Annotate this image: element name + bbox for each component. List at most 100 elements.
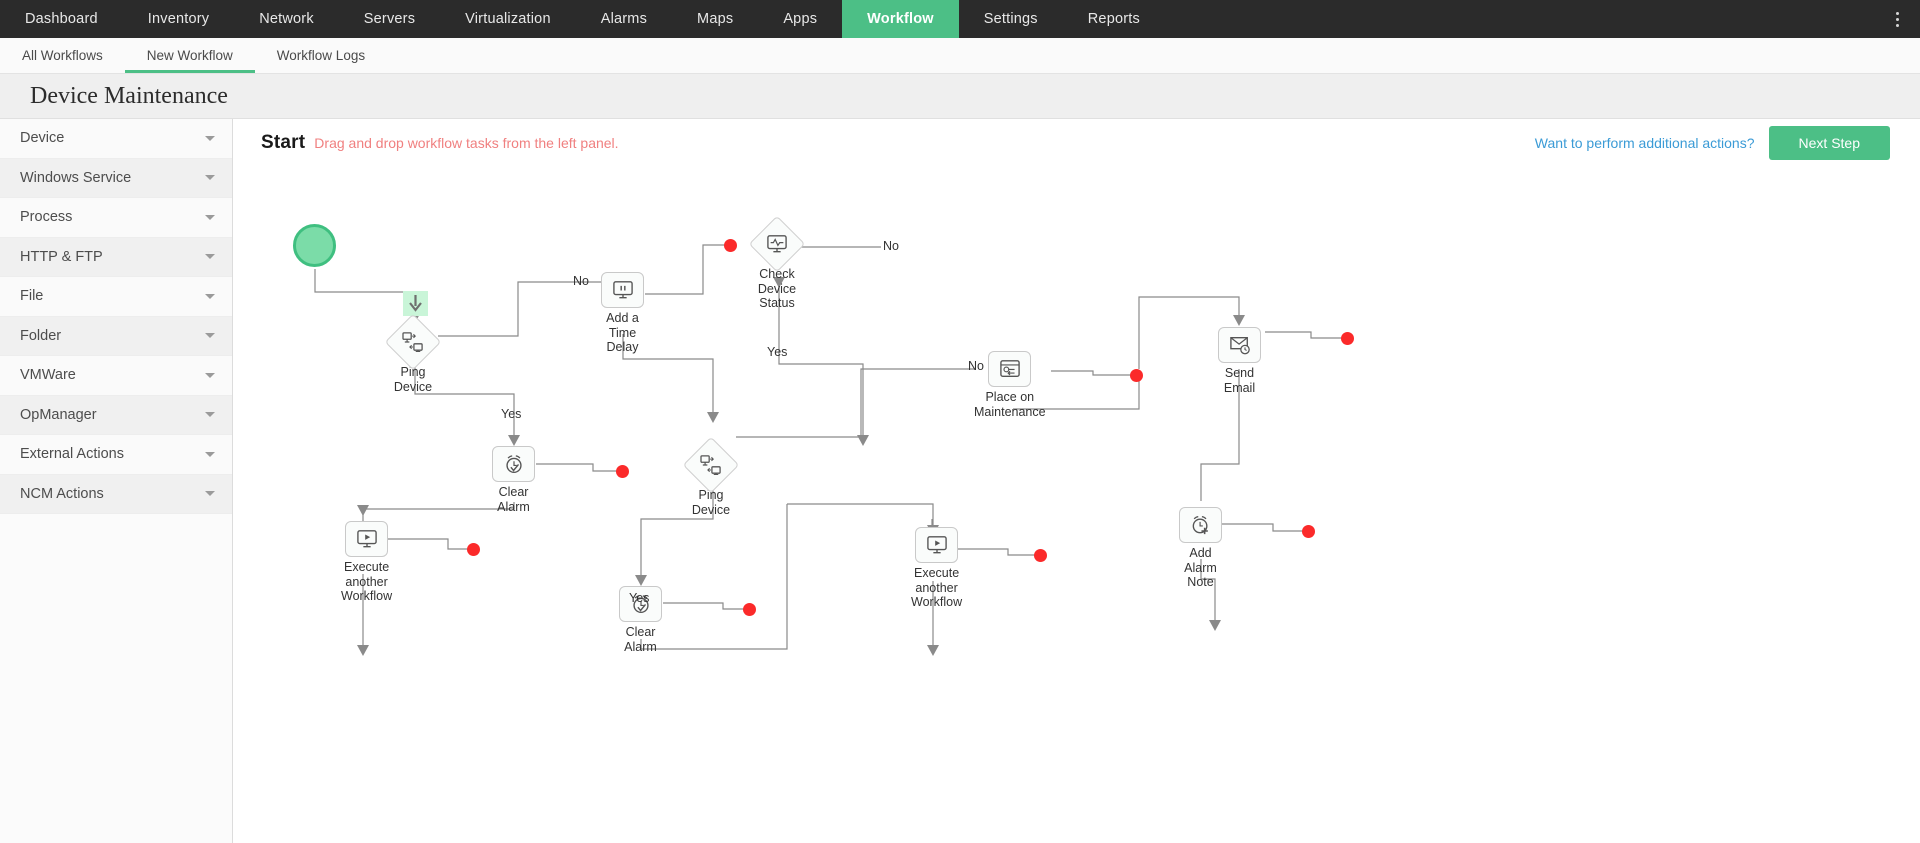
task-palette-sidebar: Device Windows Service Process HTTP & FT… — [0, 119, 233, 843]
sidebar-item-label: Device — [20, 130, 65, 147]
network-ping-icon — [402, 332, 423, 352]
nav-item-alarms[interactable]: Alarms — [600, 11, 648, 27]
node-clear-alarm-1[interactable]: Clear Alarm — [492, 446, 535, 514]
node-clear-alarm-2[interactable]: Clear Alarm — [619, 586, 662, 654]
clock-check-icon — [632, 594, 649, 613]
canvas-hint-text: Drag and drop workflow tasks from the le… — [314, 135, 619, 151]
sidebar-item-external-actions[interactable]: External Actions — [0, 435, 232, 475]
nav-item-apps[interactable]: Apps — [783, 11, 818, 27]
workflow-canvas[interactable]: Start Drag and drop workflow tasks from … — [233, 119, 1920, 843]
chevron-down-icon — [205, 412, 215, 418]
endpoint-dot[interactable] — [1130, 369, 1143, 382]
nav-item-maps[interactable]: Maps — [697, 11, 734, 27]
clock-check-icon — [505, 454, 522, 473]
node-label: Execute another Workflow — [341, 560, 393, 603]
sidebar-item-label: NCM Actions — [20, 485, 104, 502]
nav-item-workflow[interactable]: Workflow — [842, 0, 959, 38]
workflow-connectors — [314, 244, 1343, 656]
chevron-down-icon — [205, 214, 215, 220]
node-send-email[interactable]: Send Email — [1218, 327, 1261, 395]
tab-workflow-logs[interactable]: Workflow Logs — [276, 48, 366, 63]
node-shape-diamond — [682, 436, 740, 494]
nav-item-network[interactable]: Network — [259, 11, 314, 27]
drop-zone-highlight[interactable] — [403, 291, 428, 316]
additional-actions-link[interactable]: Want to perform additional actions? — [1534, 135, 1755, 151]
tab-all-workflows[interactable]: All Workflows — [22, 48, 103, 63]
sidebar-item-label: File — [20, 288, 44, 305]
node-ping-device-1[interactable]: Ping Device — [384, 313, 442, 394]
endpoint-dot[interactable] — [1302, 525, 1315, 538]
sidebar-item-label: Process — [20, 209, 73, 226]
sidebar-item-folder[interactable]: Folder — [0, 316, 232, 356]
sidebar-item-ncm-actions[interactable]: NCM Actions — [0, 474, 232, 514]
sidebar-item-windows-service[interactable]: Windows Service — [0, 158, 232, 198]
nav-item-virtualization[interactable]: Virtualization — [465, 11, 551, 27]
node-ping-device-2[interactable]: Ping Device — [682, 436, 740, 517]
edge-label-no-1: No — [573, 274, 589, 288]
endpoint-dot[interactable] — [724, 239, 737, 252]
monitor-pause-icon — [612, 281, 633, 299]
envelope-clock-icon — [1229, 337, 1250, 355]
nav-item-reports[interactable]: Reports — [1087, 11, 1140, 27]
chevron-down-icon — [205, 135, 215, 141]
node-shape-box — [1218, 327, 1261, 363]
arrow-down-icon — [409, 295, 422, 312]
tab-new-workflow[interactable]: New Workflow — [124, 38, 255, 73]
node-place-on-maintenance[interactable]: Place on Maintenance — [974, 351, 1046, 419]
edge-label-no-3: No — [968, 359, 984, 373]
node-check-device-status[interactable]: Check Device Status — [748, 215, 806, 311]
node-label: Clear Alarm — [497, 485, 530, 514]
chevron-down-icon — [205, 175, 215, 181]
workflow-start-node[interactable] — [293, 224, 336, 267]
kebab-menu-icon[interactable] — [1884, 0, 1910, 38]
node-label: Ping Device — [393, 365, 433, 394]
node-shape-box — [1179, 507, 1222, 543]
endpoint-dot[interactable] — [616, 465, 629, 478]
sidebar-item-opmanager[interactable]: OpManager — [0, 395, 232, 435]
sidebar-item-device[interactable]: Device — [0, 119, 232, 159]
sidebar-item-file[interactable]: File — [0, 277, 232, 317]
nav-item-dashboard[interactable]: Dashboard — [25, 11, 98, 27]
sidebar-item-label: External Actions — [20, 446, 124, 463]
node-label: Add Alarm Note — [1184, 546, 1217, 589]
sidebar-item-label: OpManager — [20, 406, 97, 423]
clock-plus-icon — [1192, 515, 1208, 534]
sidebar-item-vmware[interactable]: VMWare — [0, 356, 232, 396]
endpoint-dot[interactable] — [467, 543, 480, 556]
node-add-time-delay[interactable]: Add a Time Delay — [601, 272, 644, 355]
node-add-alarm-note[interactable]: Add Alarm Note — [1179, 507, 1222, 590]
sidebar-item-http-ftp[interactable]: HTTP & FTP — [0, 237, 232, 277]
node-shape-box — [915, 527, 959, 563]
sidebar-item-label: HTTP & FTP — [20, 248, 103, 265]
chevron-down-icon — [205, 372, 215, 378]
node-execute-another-workflow-2[interactable]: Execute another Workflow — [911, 527, 962, 610]
monitor-play-icon — [356, 530, 377, 548]
chevron-down-icon — [205, 451, 215, 457]
endpoint-dot[interactable] — [1034, 549, 1047, 562]
node-shape-box — [988, 351, 1032, 387]
nav-item-inventory[interactable]: Inventory — [147, 11, 210, 27]
nav-item-servers[interactable]: Servers — [363, 11, 416, 27]
nav-item-settings[interactable]: Settings — [983, 11, 1038, 27]
next-step-button[interactable]: Next Step — [1768, 126, 1890, 160]
node-shape-diamond — [384, 313, 442, 371]
monitor-pulse-icon — [767, 235, 787, 253]
sidebar-item-process[interactable]: Process — [0, 198, 232, 238]
node-label: Ping Device — [691, 488, 731, 517]
network-ping-icon — [700, 455, 721, 475]
node-label: Check Device Status — [757, 267, 797, 310]
node-execute-another-workflow-1[interactable]: Execute another Workflow — [341, 521, 392, 604]
chevron-down-icon — [205, 293, 215, 299]
maintenance-window-icon — [1000, 360, 1020, 377]
sidebar-item-label: Folder — [20, 327, 62, 344]
edge-label-yes-2: Yes — [767, 345, 788, 359]
edge-label-no-2: No — [883, 239, 899, 253]
chevron-down-icon — [205, 491, 215, 497]
node-label: Place on Maintenance — [974, 390, 1046, 419]
node-shape-box — [345, 521, 389, 557]
endpoint-dot[interactable] — [1341, 332, 1354, 345]
chevron-down-icon — [205, 254, 215, 260]
endpoint-dot[interactable] — [743, 603, 756, 616]
canvas-header-actions: Want to perform additional actions? Next… — [1535, 126, 1890, 160]
sub-navigation-bar: All Workflows New Workflow Workflow Logs — [0, 38, 1920, 74]
